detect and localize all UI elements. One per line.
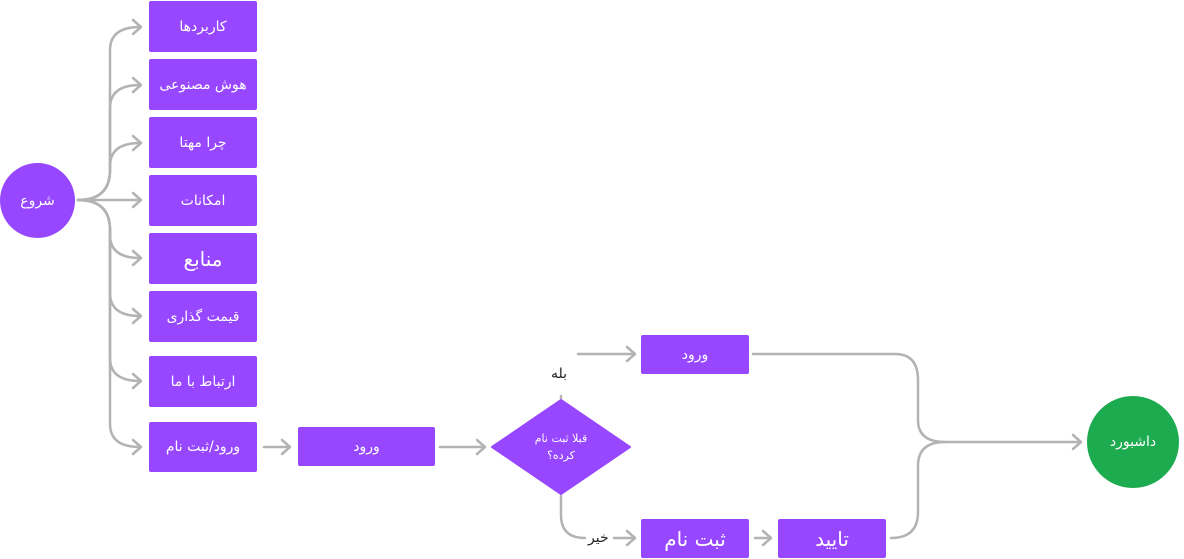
- node-verify[interactable]: تایید: [778, 519, 886, 558]
- node-resources[interactable]: منابع: [149, 233, 257, 284]
- edge-start-login: [76, 198, 142, 449]
- edge-login-to-dashboard: [751, 352, 1082, 444]
- node-login-mid-label: ورود: [353, 438, 380, 455]
- node-dashboard[interactable]: داشبورد: [1087, 396, 1179, 488]
- node-pricing[interactable]: قیمت گذاری: [149, 291, 257, 342]
- node-contact-label: ارتباط با ما: [170, 373, 236, 390]
- node-features[interactable]: امکانات: [149, 175, 257, 226]
- node-pricing-label: قیمت گذاری: [166, 308, 240, 325]
- start-label: شروع: [20, 192, 55, 209]
- node-users[interactable]: کاربردها: [149, 1, 257, 52]
- edge-label-no: خیر: [586, 530, 611, 546]
- node-dashboard-label: داشبورد: [1109, 434, 1157, 450]
- edge-decision-no: [559, 494, 587, 540]
- node-login-mid[interactable]: ورود: [298, 427, 435, 466]
- node-login-signup-label: ورود/ثبت نام: [165, 439, 241, 455]
- edge-start-why: [76, 141, 142, 202]
- node-why[interactable]: چرا مهتا: [149, 117, 257, 168]
- node-login-top-label: ورود: [681, 346, 709, 363]
- start-node[interactable]: شروع: [0, 163, 75, 238]
- node-ai-label: هوش مصنوعی: [159, 76, 247, 93]
- edge-label-yes: بله: [549, 366, 570, 382]
- node-contact[interactable]: ارتباط با ما: [149, 356, 257, 407]
- node-features-label: امکانات: [180, 192, 226, 209]
- edge-verify-to-dashboard: [889, 440, 947, 540]
- node-signup[interactable]: ثبت نام: [641, 519, 749, 558]
- decision-diamond: [491, 399, 631, 495]
- node-ai[interactable]: هوش مصنوعی: [149, 59, 257, 110]
- node-resources-label: منابع: [183, 246, 223, 271]
- decision-label: قبلا ثبت نام کرده؟: [521, 427, 601, 467]
- node-signup-label: ثبت نام: [664, 526, 726, 551]
- node-login-signup[interactable]: ورود/ثبت نام: [149, 422, 257, 472]
- node-verify-label: تایید: [815, 526, 849, 551]
- decision-text: قبلا ثبت نام کرده؟: [534, 432, 588, 462]
- node-why-label: چرا مهتا: [179, 134, 227, 151]
- node-users-label: کاربردها: [179, 18, 227, 35]
- node-login-top[interactable]: ورود: [641, 335, 749, 374]
